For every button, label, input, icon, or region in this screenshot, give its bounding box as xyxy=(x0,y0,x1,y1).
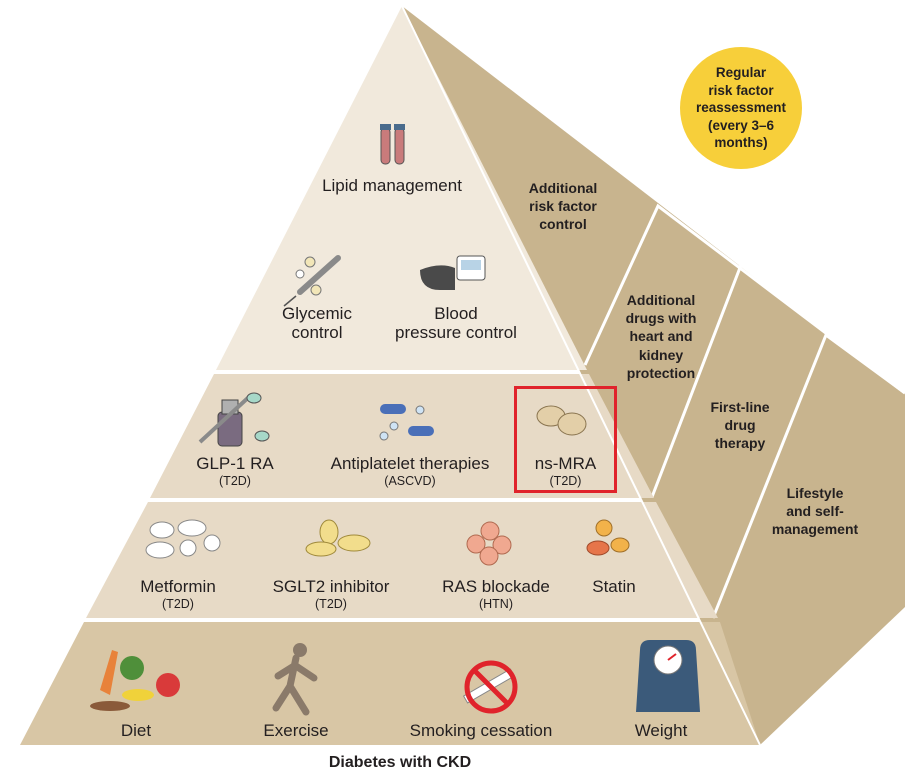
no-smoking-icon xyxy=(462,660,518,714)
label-statin: Statin xyxy=(592,577,636,596)
label-ras-blockade: RAS blockade xyxy=(442,577,550,596)
syringe-pills-icon xyxy=(283,255,341,307)
test-tubes-icon xyxy=(380,124,405,165)
label-exercise: Exercise xyxy=(263,721,329,740)
label-diet: Diet xyxy=(120,721,152,740)
label-metformin-sub: (T2D) xyxy=(162,597,194,611)
label-smoking-cessation: Smoking cessation xyxy=(409,721,553,740)
scale-icon xyxy=(636,640,700,712)
capsules-icon xyxy=(379,404,434,441)
label-antiplatelet: Antiplatelet therapies xyxy=(330,454,490,473)
label-lipid-management: Lipid management xyxy=(322,176,462,195)
ns-mra-highlight-box xyxy=(514,386,617,493)
blood-pressure-monitor-icon xyxy=(420,255,486,290)
sglt2-pills-icon xyxy=(305,519,371,557)
label-sglt2-sub: (T2D) xyxy=(315,597,347,611)
runner-icon xyxy=(272,643,318,716)
vial-pen-icon xyxy=(198,392,270,447)
metformin-pills-icon xyxy=(145,519,221,559)
side-label-additional-drugs: Additional drugs with heart and kidney p… xyxy=(625,292,697,381)
label-ras-blockade-sub: (HTN) xyxy=(478,597,513,611)
tier-additional-face xyxy=(150,374,654,498)
label-sglt2: SGLT2 inhibitor xyxy=(272,577,390,596)
label-metformin: Metformin xyxy=(140,577,216,596)
label-glp1-ra-sub: (T2D) xyxy=(219,474,251,488)
diagram-caption: Diabetes with CKD xyxy=(328,754,472,771)
tier-top-face xyxy=(216,6,587,370)
side-label-lifestyle: Lifestyle and self- management xyxy=(771,485,859,538)
label-antiplatelet-sub: (ASCVD) xyxy=(384,474,436,488)
side-label-first-line: First-line drug therapy xyxy=(710,399,770,452)
label-ns-mra: ns-MRA xyxy=(534,454,597,473)
reassessment-badge: Regular risk factor reassessment (every … xyxy=(680,47,802,169)
side-label-additional-control: Additional risk factor control xyxy=(528,180,598,233)
label-glp1-ra: GLP-1 RA xyxy=(196,454,274,473)
ras-pills-icon xyxy=(466,521,512,566)
ns-mra-pills-icon xyxy=(536,405,587,436)
tier-firstline-face xyxy=(86,502,718,618)
statin-pills-icon xyxy=(586,519,630,556)
label-weight: Weight xyxy=(634,721,688,740)
label-ns-mra-sub: (T2D) xyxy=(549,474,582,488)
pyramid-side-face xyxy=(402,6,905,745)
tier-lifestyle-face xyxy=(20,622,760,745)
food-icon xyxy=(90,650,180,711)
